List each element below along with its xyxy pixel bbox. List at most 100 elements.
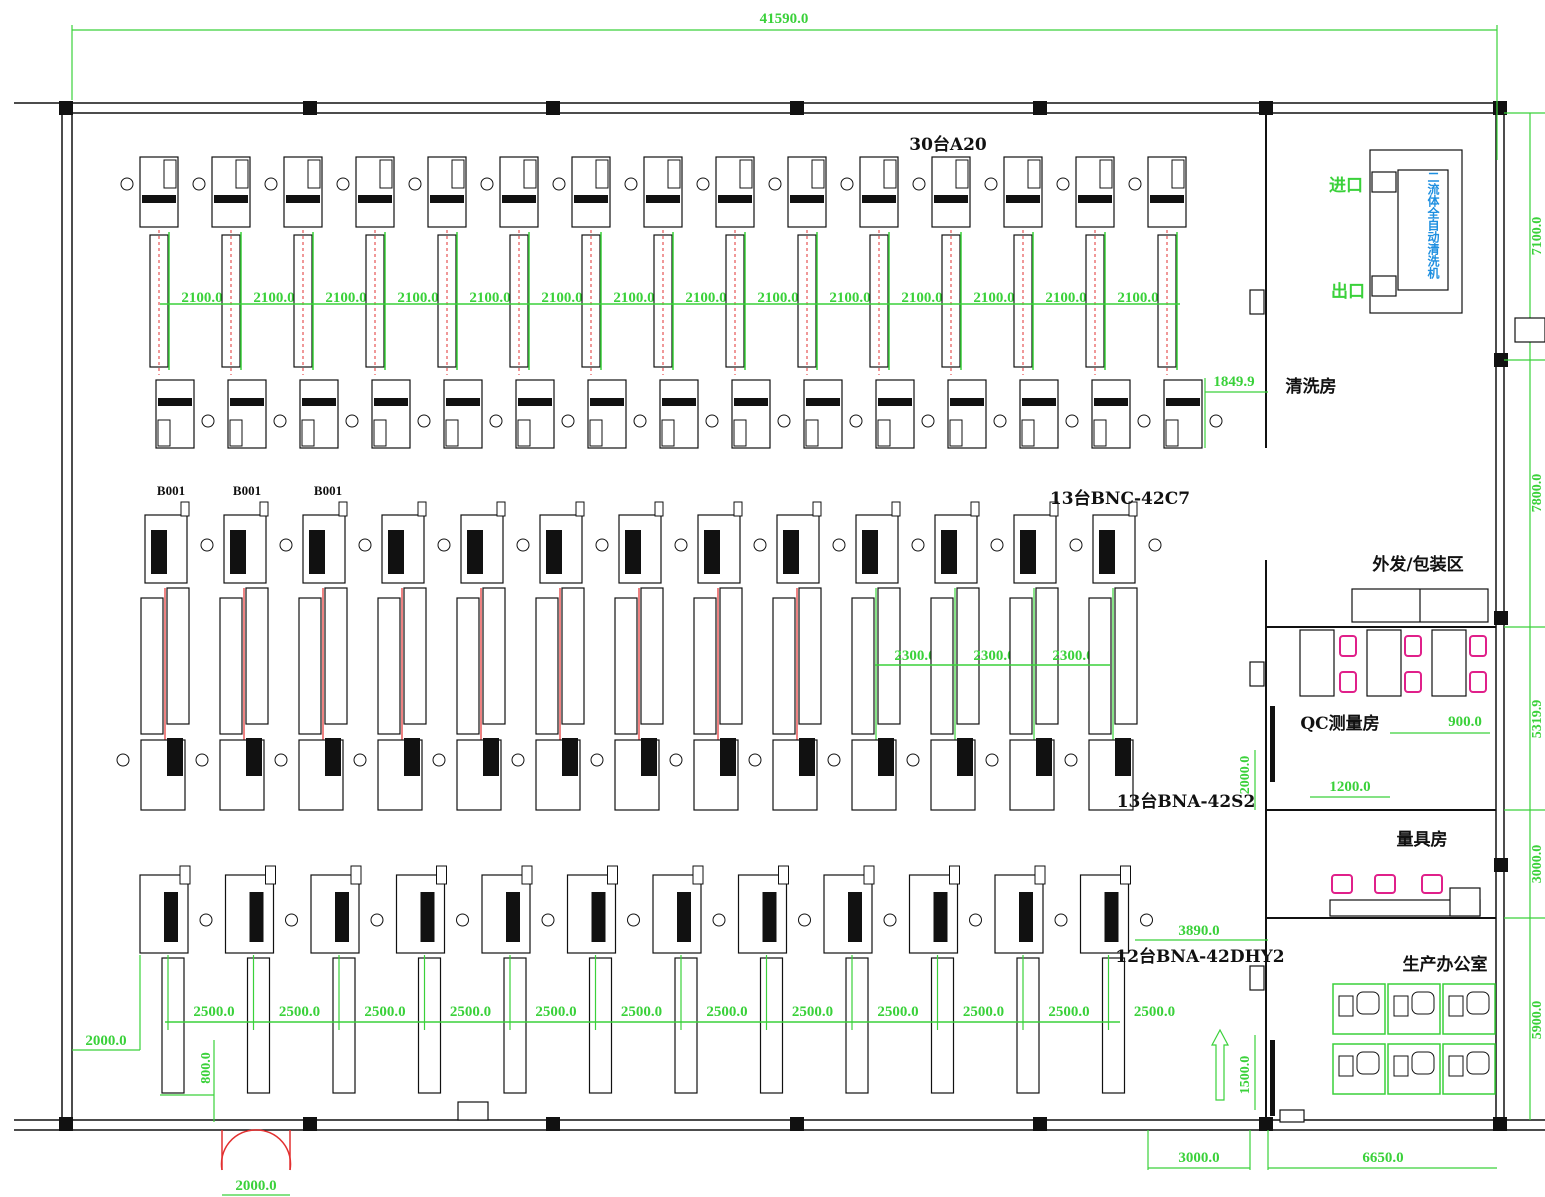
row1-spacing-label: 2100.0	[685, 290, 726, 306]
a20-unit	[120, 156, 215, 449]
a20-panel-b	[229, 419, 243, 447]
bnc-panel	[704, 530, 720, 574]
bna-panel	[483, 738, 499, 776]
a20-stool-b	[705, 414, 719, 428]
a20-stool-b	[345, 414, 359, 428]
a20-stool	[1056, 177, 1070, 191]
a20-block-b	[446, 398, 480, 406]
office-monitor	[1448, 995, 1464, 1017]
door-800-label: 800.0	[199, 1052, 214, 1084]
office-chair	[1356, 1051, 1380, 1075]
bna-panel	[720, 738, 736, 776]
dhy2-unit	[224, 865, 298, 1094]
bnc-unit	[669, 501, 767, 811]
dhy2-unit	[823, 865, 897, 1094]
row1-spacing-label: 2100.0	[541, 290, 582, 306]
a20-panel	[811, 159, 825, 189]
bnc-stool	[1069, 538, 1083, 552]
a20-stool	[696, 177, 710, 191]
bnc-stool	[832, 538, 846, 552]
a20-block	[430, 195, 464, 203]
qc-chair	[1469, 635, 1487, 657]
a20-panel-b	[805, 419, 819, 447]
a20-panel-b	[1165, 419, 1179, 447]
row1-spacing-label: 2100.0	[1117, 290, 1158, 306]
a20-unit	[192, 156, 287, 449]
a20-panel	[739, 159, 753, 189]
office-monitor	[1338, 995, 1354, 1017]
a20-rail	[293, 234, 313, 368]
row1-label: 30台A20	[909, 134, 987, 155]
a20-rail	[1085, 234, 1105, 368]
bna-stool	[985, 753, 999, 767]
a20-rail	[725, 234, 745, 368]
bnc-tab	[417, 501, 427, 517]
a20-panel	[451, 159, 465, 189]
dhy2-tab	[436, 865, 447, 885]
row2-spacing-label: 2300.0	[1052, 648, 1093, 664]
a20-panel	[1171, 159, 1185, 189]
dhy2-tab	[949, 865, 960, 885]
dhy2-stool	[285, 913, 298, 927]
column-bottom-0	[59, 1117, 73, 1131]
qc-900-label: 900.0	[1448, 714, 1482, 730]
row3-spacing-label: 2500.0	[1048, 1004, 1089, 1020]
dhy2-panel	[1019, 892, 1033, 942]
bnc-rail-left	[1009, 597, 1033, 735]
bna-panel	[562, 738, 578, 776]
row1-spacing-label: 2100.0	[829, 290, 870, 306]
a20-block	[1078, 195, 1112, 203]
a20-panel-b	[517, 419, 531, 447]
a20-panel	[1099, 159, 1113, 189]
a20-panel	[955, 159, 969, 189]
dhy2-tab	[778, 865, 789, 885]
dhy2-rail	[1101, 957, 1126, 1094]
a20-stool	[480, 177, 494, 191]
packing-area-label: 外发/包装区	[1372, 554, 1463, 575]
a20-rail	[1013, 234, 1033, 368]
gap-1849-label: 1849.9	[1213, 374, 1254, 390]
bnc-rail-right	[324, 587, 348, 725]
a20-stool-b	[633, 414, 647, 428]
a20-block	[142, 195, 176, 203]
right-3000-label: 3000.0	[1530, 845, 1545, 884]
a20-block-b	[1094, 398, 1128, 406]
packing-tables	[1299, 588, 1489, 697]
overall-width-label: 41590.0	[760, 11, 809, 27]
bnc-rail-left	[1088, 597, 1112, 735]
a20-unit	[408, 156, 503, 449]
a20-block	[718, 195, 752, 203]
a20-stool	[336, 177, 350, 191]
a20-panel	[307, 159, 321, 189]
office-desks	[1332, 983, 1496, 1095]
overall-width-dimension	[71, 25, 1498, 160]
row3-spacing-label: 2500.0	[364, 1004, 405, 1020]
column-top-4	[1033, 101, 1047, 115]
right-7100-label: 7100.0	[1530, 217, 1545, 256]
column-bottom-5	[1259, 1117, 1273, 1131]
door-2000-label: 2000.0	[235, 1178, 276, 1194]
a20-stool	[120, 177, 134, 191]
a20-stool	[264, 177, 278, 191]
dhy2-stool	[627, 913, 640, 927]
dhy2-tab	[265, 865, 276, 885]
bnc-rail-right	[166, 587, 190, 725]
bnc-rail-right	[719, 587, 743, 725]
dhy2-stool	[969, 913, 982, 927]
column-top-2	[546, 101, 560, 115]
a20-block-b	[374, 398, 408, 406]
row2-top-label: 13台BNC-42C7	[1050, 488, 1190, 509]
a20-rail	[221, 234, 241, 368]
column-top-0	[59, 101, 73, 115]
a20-panel	[523, 159, 537, 189]
dhy2-tab	[863, 865, 875, 885]
gauge-chairs	[1331, 874, 1443, 894]
qc-room-label: QC测量房	[1300, 713, 1379, 734]
bnc-rail-right	[640, 587, 664, 725]
qc-chair	[1404, 671, 1422, 693]
dhy2-panel	[335, 892, 349, 942]
dhy2-rail	[588, 957, 613, 1094]
bnc-unit	[432, 501, 530, 811]
dhy2-unit	[310, 865, 384, 1094]
